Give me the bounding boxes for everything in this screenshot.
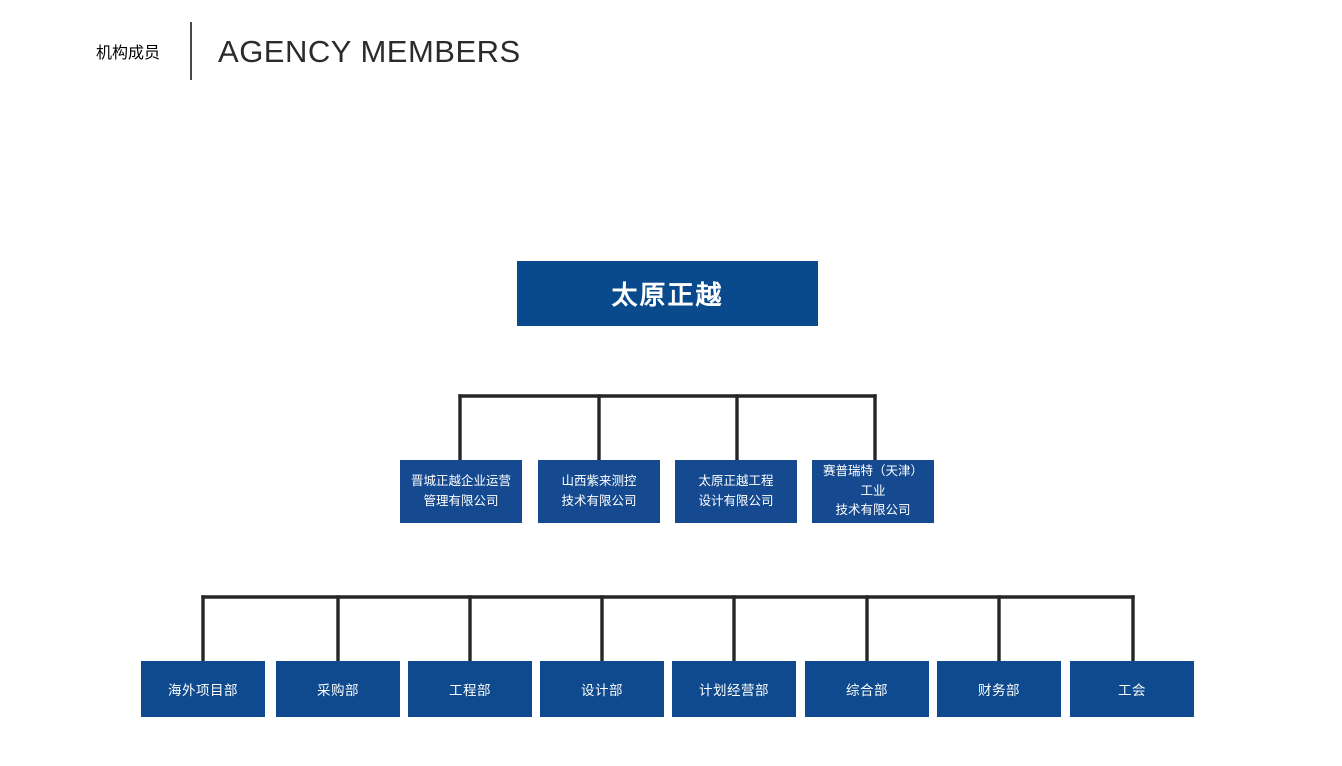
org-node-level3-label: 采购部 bbox=[317, 683, 359, 698]
org-node-level3-label: 工程部 bbox=[449, 683, 491, 698]
org-node-level2-label: 太原正越工程设计有限公司 bbox=[698, 472, 773, 511]
org-node-label-line: 赛普瑞特（天津）工业 bbox=[822, 464, 923, 498]
org-node-root[interactable]: 太原正越 bbox=[517, 261, 818, 326]
org-node-level3-label: 工会 bbox=[1118, 683, 1146, 698]
org-node-level3[interactable]: 设计部 bbox=[540, 661, 664, 717]
org-node-label-line: 设计有限公司 bbox=[698, 493, 774, 508]
org-node-label-line: 晋城正越企业运营 bbox=[410, 474, 511, 489]
org-node-level3[interactable]: 工会 bbox=[1070, 661, 1194, 717]
org-node-level3-label: 设计部 bbox=[581, 683, 623, 698]
org-node-level3[interactable]: 综合部 bbox=[805, 661, 929, 717]
page-title-cn: 机构成员 bbox=[96, 45, 161, 62]
org-node-level2-label: 山西紫来测控技术有限公司 bbox=[561, 472, 636, 511]
org-node-label-line: 太原正越工程 bbox=[698, 474, 774, 489]
org-node-label-line: 管理有限公司 bbox=[423, 493, 499, 508]
org-node-level3-label: 综合部 bbox=[846, 683, 888, 698]
org-node-level3[interactable]: 采购部 bbox=[276, 661, 400, 717]
org-node-label-line: 技术有限公司 bbox=[561, 493, 637, 508]
org-node-level3[interactable]: 计划经营部 bbox=[672, 661, 796, 717]
org-node-level3[interactable]: 财务部 bbox=[937, 661, 1061, 717]
level3-connectors bbox=[201, 595, 1135, 663]
org-node-level2[interactable]: 赛普瑞特（天津）工业技术有限公司 bbox=[812, 460, 934, 523]
page-header: 机构成员 AGENCY MEMBERS bbox=[96, 18, 521, 84]
org-node-level3-label: 海外项目部 bbox=[168, 683, 238, 698]
org-node-level2[interactable]: 晋城正越企业运营管理有限公司 bbox=[400, 460, 522, 523]
org-node-level3[interactable]: 工程部 bbox=[408, 661, 532, 717]
level2-connectors bbox=[458, 394, 877, 462]
org-node-level2[interactable]: 山西紫来测控技术有限公司 bbox=[538, 460, 660, 523]
org-node-level2-label: 赛普瑞特（天津）工业技术有限公司 bbox=[817, 462, 929, 520]
org-node-label-line: 技术有限公司 bbox=[835, 503, 911, 518]
header-divider bbox=[190, 22, 193, 80]
org-node-level3[interactable]: 海外项目部 bbox=[141, 661, 265, 717]
org-node-label-line: 山西紫来测控 bbox=[561, 474, 637, 489]
org-node-level3-label: 计划经营部 bbox=[699, 683, 769, 698]
org-node-root-label: 太原正越 bbox=[611, 280, 724, 310]
org-node-level2[interactable]: 太原正越工程设计有限公司 bbox=[675, 460, 797, 523]
org-node-level3-label: 财务部 bbox=[978, 683, 1020, 698]
org-node-level2-label: 晋城正越企业运营管理有限公司 bbox=[411, 472, 511, 511]
page-title-en: AGENCY MEMBERS bbox=[218, 33, 521, 69]
